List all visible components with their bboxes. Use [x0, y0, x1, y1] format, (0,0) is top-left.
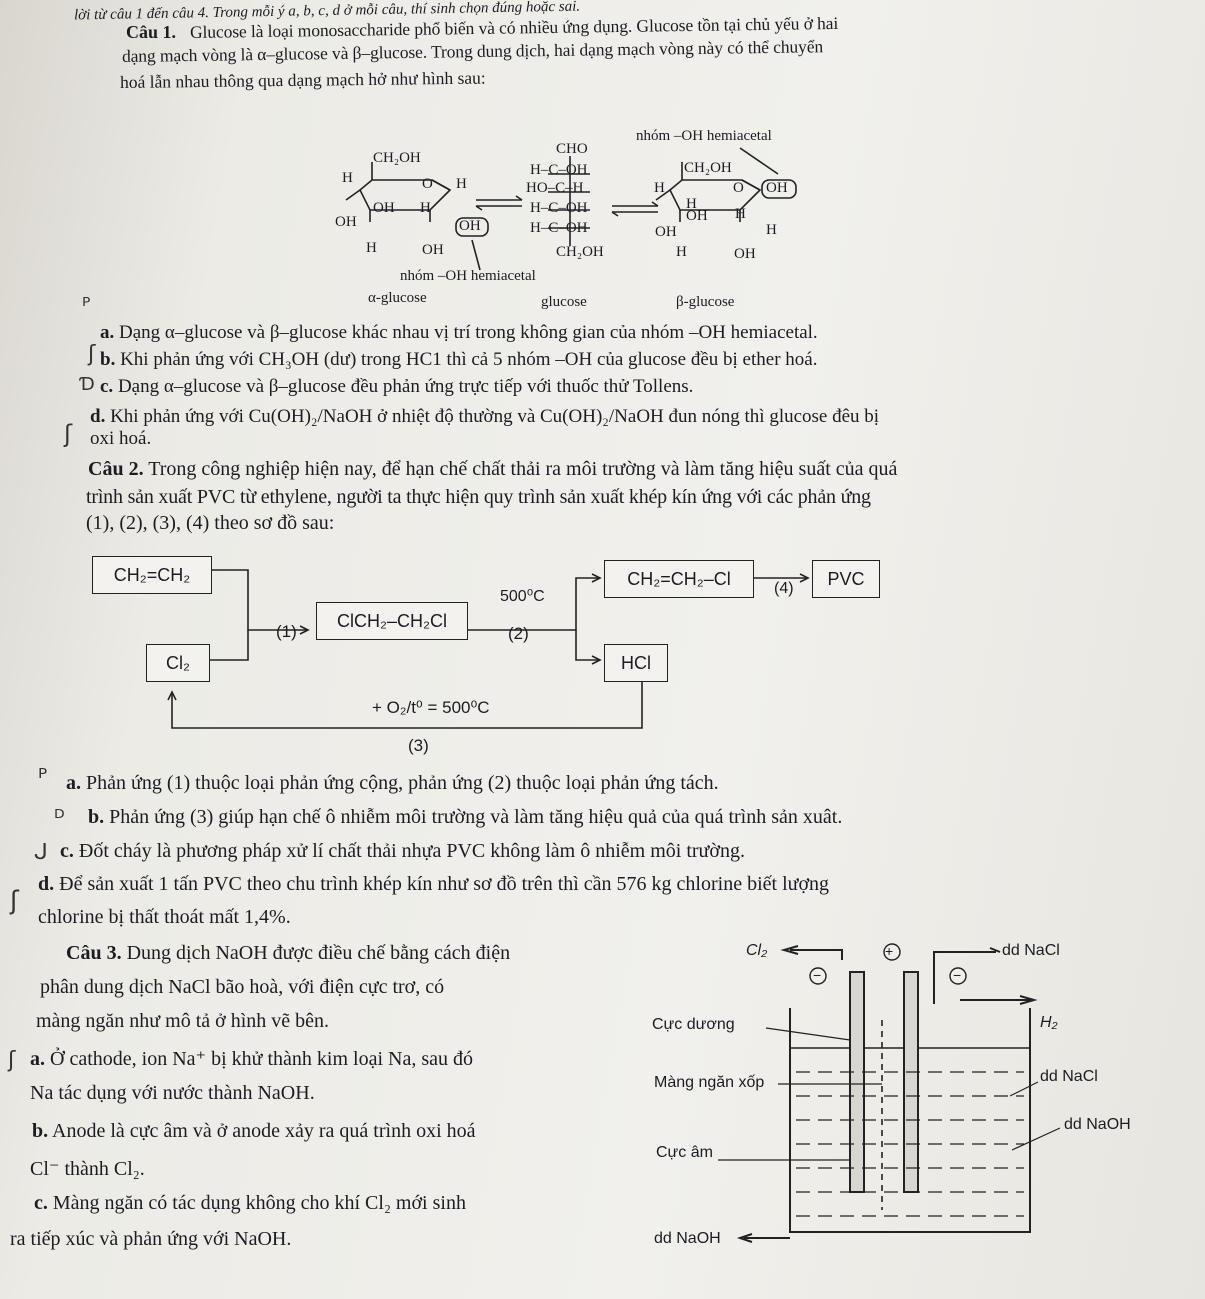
q3-statement-c-cont: ra tiếp xúc và phản ứng với NaOH.: [10, 1228, 292, 1250]
cl2-label: Cl₂: [746, 942, 768, 959]
open-row: H–C–OH: [530, 220, 588, 236]
alpha-o: O: [422, 176, 433, 192]
q3-statement-b-cont: Cl⁻ thành Cl₂.: [30, 1158, 145, 1180]
handwritten-mark: ᴰ: [54, 806, 65, 831]
alpha-oh: OH: [373, 200, 395, 216]
q1-statement-c: c. Dạng α–glucose và β–glucose đều phản …: [100, 376, 694, 397]
beta-h: H: [686, 196, 697, 212]
q3-intro-line: phân dung dịch NaCl bão hoà, với điện cự…: [40, 976, 445, 998]
handwritten-mark: ʃ: [88, 342, 96, 367]
alpha-glucose-name: α-glucose: [368, 290, 427, 306]
anode-label: Cực dương: [652, 1016, 735, 1033]
step-4-label: (4): [774, 580, 794, 597]
q1-statement-d-cont: oxi hoá.: [90, 428, 152, 449]
hemiacetal-label-bottom: nhóm –OH hemiacetal: [400, 268, 536, 284]
q3-intro-line: Câu 3. Dung dịch NaOH được điều chế bằng…: [66, 942, 511, 964]
q1-statement-d: d. Khi phản ứng với Cu(OH)₂/NaOH ở nhiệt…: [90, 406, 880, 427]
beta-h: H: [676, 244, 687, 260]
h2-label: H₂: [1040, 1014, 1058, 1031]
handwritten-mark: ᴾ: [82, 294, 91, 319]
step-3-label: (3): [408, 736, 429, 755]
beta-h: H: [766, 222, 777, 238]
pvc-box: PVC: [812, 560, 880, 598]
q3-intro-line: màng ngăn như mô tả ở hình vẽ bên.: [36, 1010, 330, 1032]
q3-statement-b: b. Anode là cực âm và ở anode xảy ra quá…: [32, 1120, 476, 1142]
alpha-oh: OH: [422, 242, 444, 258]
beta-oh: OH: [655, 224, 677, 240]
open-cho: CHO: [556, 141, 588, 157]
step-2-label: (2): [508, 624, 529, 643]
nacl-inlet-label: dd NaCl: [1002, 942, 1060, 959]
membrane-label: Màng ngăn xốp: [654, 1074, 765, 1091]
open-row: H–C–OH: [530, 200, 588, 216]
q2-statement-c: c. Đốt cháy là phương pháp xử lí chất th…: [60, 840, 745, 862]
beta-oh: OH: [686, 208, 708, 224]
q2-statement-d: d. Để sản xuất 1 tấn PVC theo chu trình …: [38, 873, 830, 895]
handwritten-mark: ʃ: [8, 1048, 16, 1073]
q2-intro-line: (1), (2), (3), (4) theo sơ đồ sau:: [86, 512, 335, 534]
alpha-anomeric-oh: OH: [459, 218, 481, 234]
anode-plus-sign: +: [885, 943, 894, 959]
alpha-h: H: [366, 240, 377, 256]
handwritten-mark: ᴾ: [38, 764, 48, 792]
alpha-ch2oh: CH₂OH: [373, 150, 421, 166]
beta-h: H: [654, 180, 665, 196]
beta-oh: OH: [734, 246, 756, 262]
beta-ch2oh: CH₂OH: [684, 160, 732, 176]
nacl-outlet-label: dd NaCl: [1040, 1068, 1098, 1085]
glucose-name: glucose: [541, 294, 587, 310]
step-3-condition: + O₂/t⁰ = 500⁰C: [372, 698, 490, 717]
handwritten-mark: Ɗ: [80, 374, 95, 395]
alpha-h: H: [420, 200, 431, 216]
handwritten-mark: ʃ: [10, 886, 19, 916]
cathode-label: Cực âm: [656, 1144, 713, 1161]
beta-anomeric-oh: OH: [766, 180, 788, 196]
dichloroethane-box: ClCH₂–CH₂Cl: [316, 602, 468, 640]
hcl-box: HCl: [604, 644, 668, 682]
vinyl-chloride-box: CH₂=CH₂–Cl: [604, 560, 754, 598]
naoh-outlet-label: dd NaOH: [1064, 1116, 1131, 1133]
q2-intro-line: trình sản xuất PVC từ ethylene, người ta…: [86, 486, 871, 508]
q2-statement-a: a. Phản ứng (1) thuộc loại phản ứng cộng…: [66, 772, 719, 794]
chlorine-box: Cl₂: [146, 644, 210, 682]
open-row: H–C–OH: [530, 162, 588, 178]
q2-intro-line: Câu 2. Trong công nghiệp hiện nay, để hạ…: [88, 458, 898, 480]
q3-statement-c: c. Màng ngăn có tác dụng không cho khí C…: [34, 1192, 466, 1214]
alpha-h: H: [342, 170, 353, 186]
q2-statement-d-cont: chlorine bị thất thoát mất 1,4%.: [38, 906, 291, 928]
q3-statement-a: a. Ở cathode, ion Na⁺ bị khử thành kim l…: [30, 1048, 473, 1070]
handwritten-mark: ᒍ: [34, 840, 48, 865]
q1-statement-a: a. Dạng α–glucose và β–glucose khác nhau…: [100, 322, 818, 343]
alpha-h: H: [456, 176, 467, 192]
minus-sign: −: [813, 967, 822, 983]
q1-label: Câu 1.: [126, 22, 177, 42]
q3-statement-a-cont: Na tác dụng với nước thành NaOH.: [30, 1082, 315, 1104]
step-2-temp: 500⁰C: [500, 588, 545, 605]
step-1-label: (1): [276, 622, 297, 641]
alpha-oh: OH: [335, 214, 357, 230]
open-ch2oh: CH₂OH: [556, 244, 604, 260]
q2-statement-b: b. Phản ứng (3) giúp hạn chế ô nhiễm môi…: [88, 806, 843, 828]
handwritten-mark: ʃ: [64, 420, 73, 448]
beta-h: H: [735, 206, 746, 222]
ethylene-box: CH₂=CH₂: [92, 556, 212, 594]
beta-glucose-name: β-glucose: [676, 294, 735, 310]
minus-sign: −: [953, 967, 962, 983]
q1-statement-b: b. Khi phản ứng với CH₃OH (dư) trong HC1…: [100, 349, 818, 370]
open-row: HO–C–H: [526, 180, 584, 196]
beta-o: O: [733, 180, 744, 196]
naoh-bottom-label: dd NaOH: [654, 1230, 721, 1247]
hemiacetal-label-top: nhóm –OH hemiacetal: [636, 128, 772, 144]
